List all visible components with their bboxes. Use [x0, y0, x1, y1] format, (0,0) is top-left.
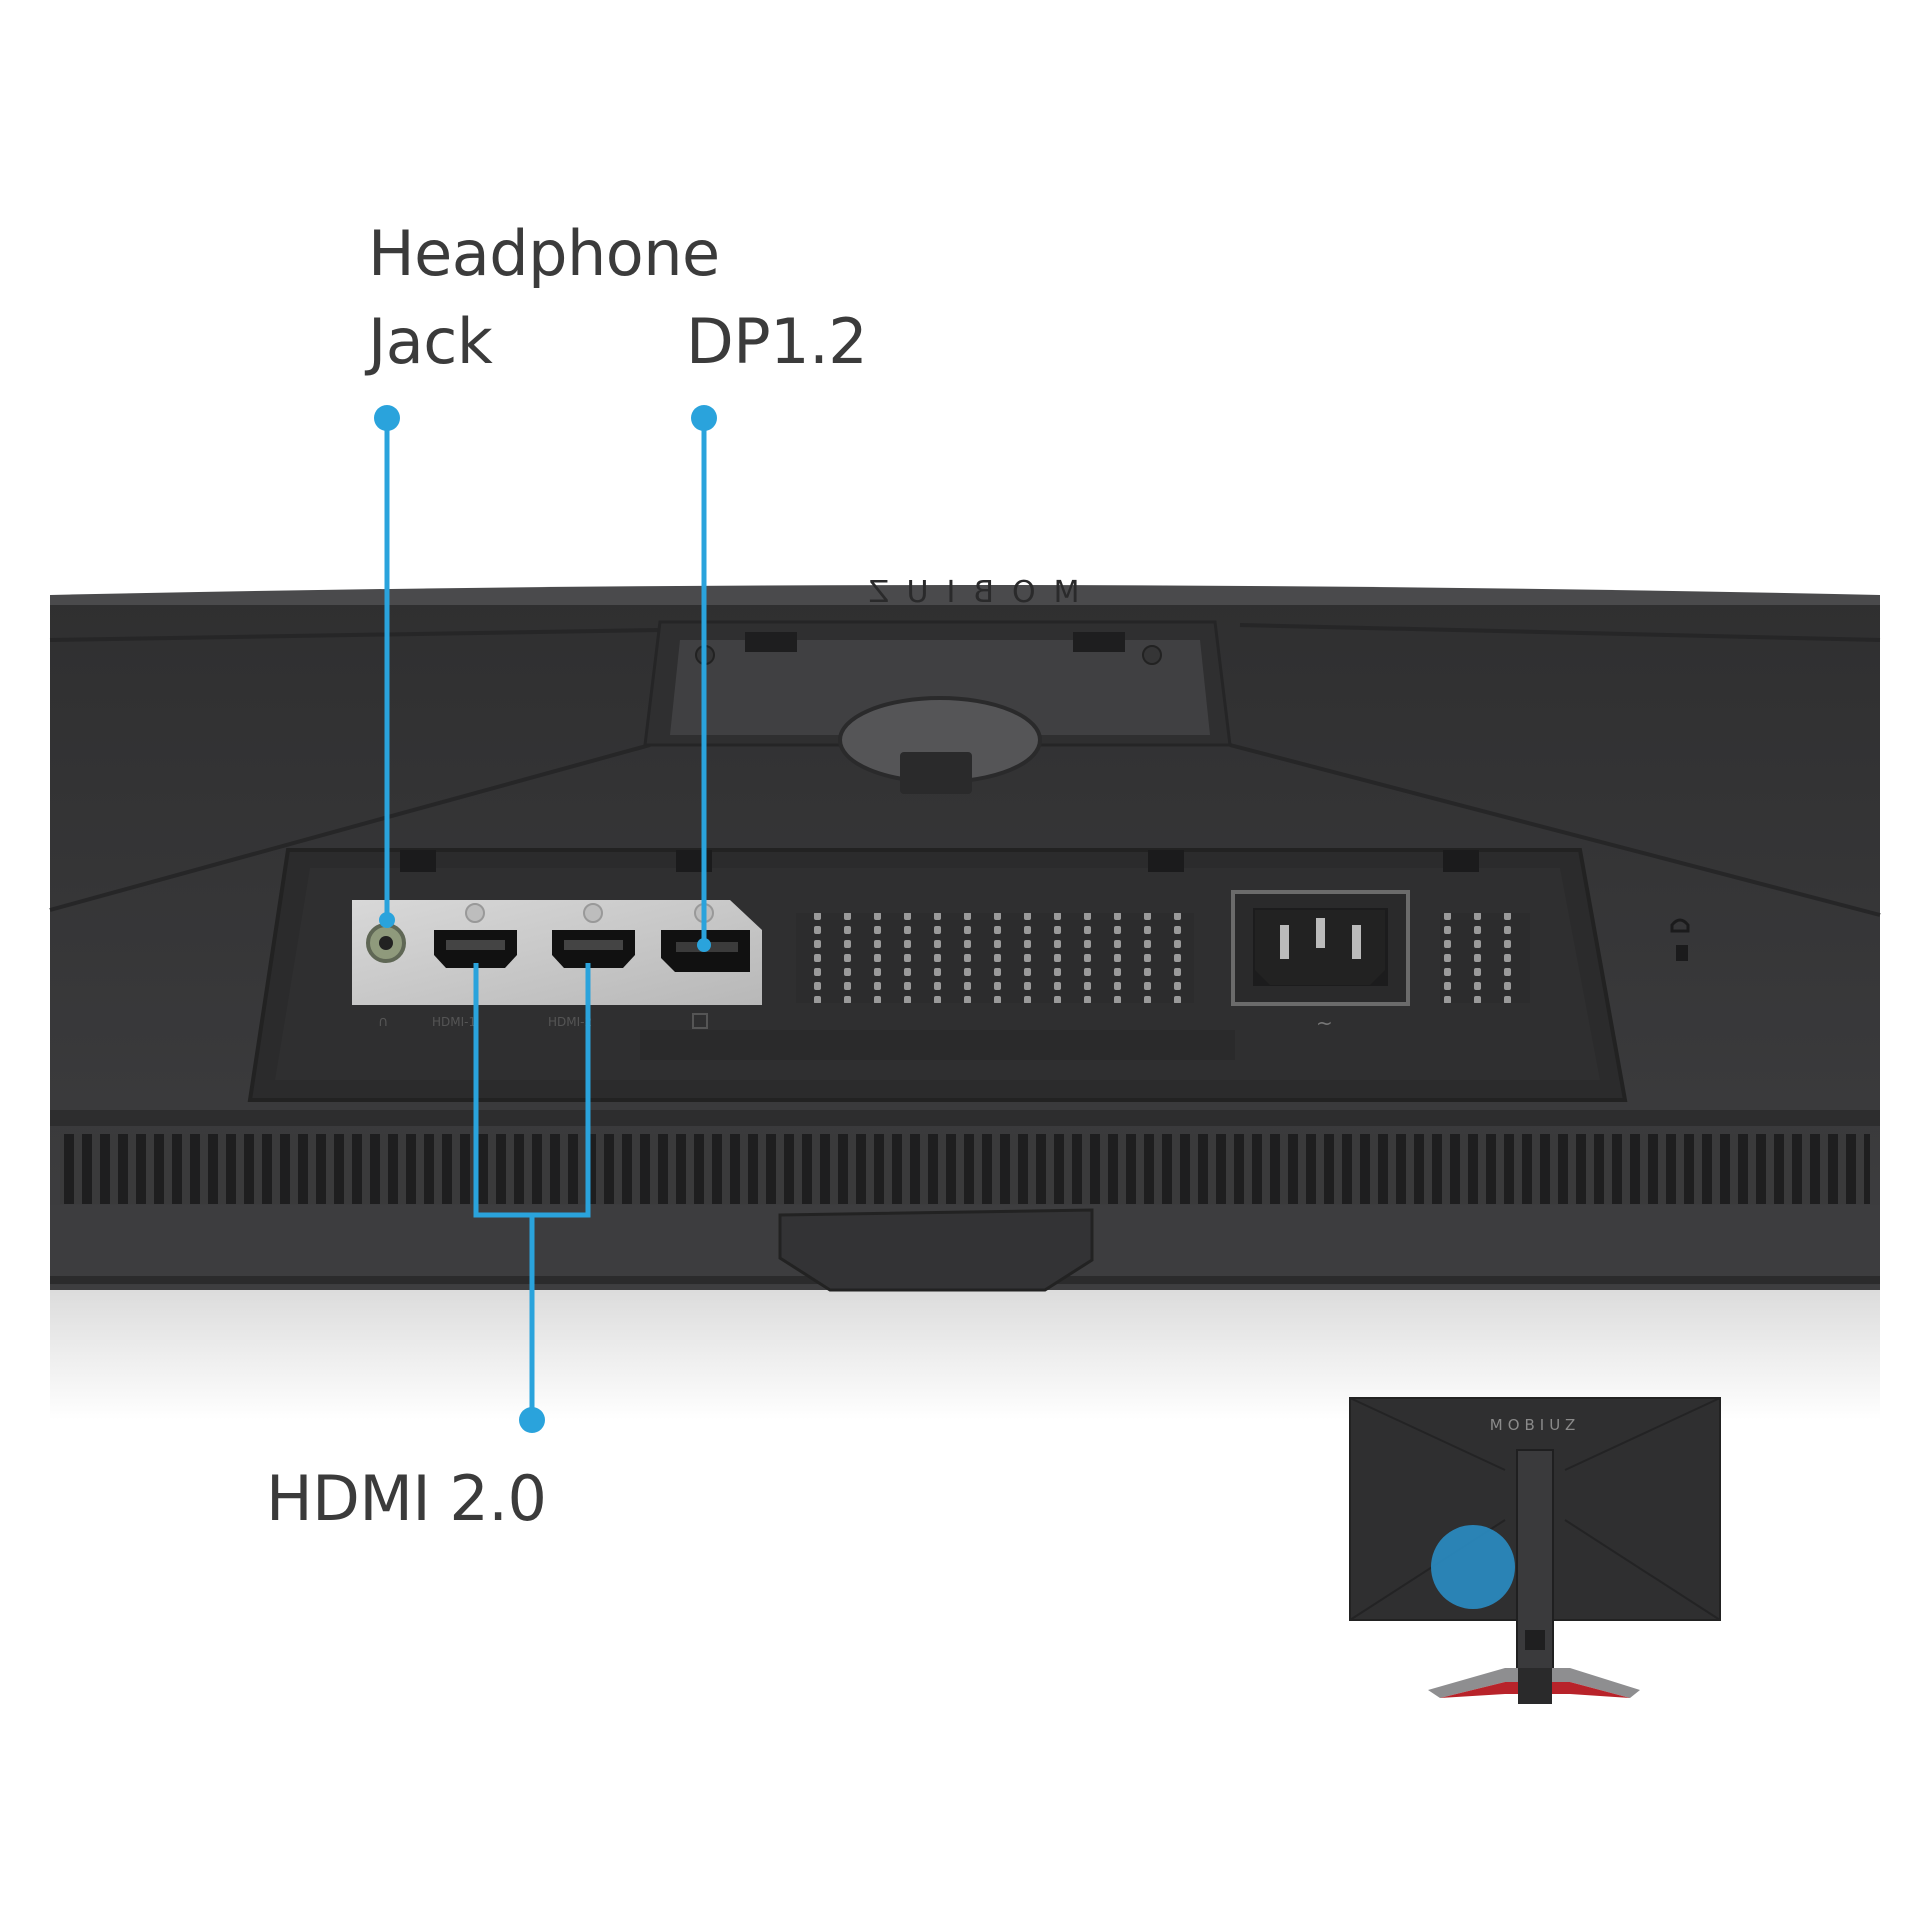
thumbnail-logo: MOBIUZ	[1490, 1416, 1580, 1434]
callout-end-dp	[697, 938, 711, 952]
port-label-hdmi2: HDMI-2	[548, 1015, 592, 1029]
screw-icon	[1142, 645, 1162, 665]
callout-dot-dp	[691, 405, 717, 431]
back-logo: MOBIUZ	[851, 575, 1080, 610]
thumbnail-stand-base	[1428, 1668, 1640, 1698]
headphone-label-line1: Headphone	[368, 217, 720, 290]
kensington-lock-slot[interactable]	[1670, 918, 1690, 961]
speaker-grille	[60, 1134, 1870, 1204]
vent-holes-main	[796, 913, 1194, 1003]
hdmi-2-port[interactable]	[552, 903, 635, 968]
callout-lines	[384, 418, 707, 1420]
thumbnail-monitor: MOBIUZ	[1349, 1397, 1721, 1704]
thumbnail-highlight	[1431, 1525, 1515, 1609]
port-label-hdmi1: HDMI-1	[432, 1015, 476, 1029]
callout-dot-headphone	[374, 405, 400, 431]
ac-label: ~	[1316, 1011, 1333, 1035]
stand-base-foot	[778, 1208, 1094, 1292]
dp-label-icon	[692, 1013, 708, 1029]
stand-mount-recess	[643, 620, 1232, 794]
hdmi-label: HDMI 2.0	[266, 1462, 547, 1535]
io-bay: ∩ HDMI-1 HDMI-2 ~	[247, 848, 1628, 1102]
floor-shadow	[50, 1280, 1880, 1420]
lock-tab	[900, 752, 972, 794]
ac-power-inlet[interactable]	[1231, 890, 1410, 1006]
callout-dot-hdmi	[519, 1407, 545, 1433]
vent-holes-right	[1440, 913, 1530, 1003]
lock-icon	[1670, 918, 1690, 933]
headphone-label-line2: Jack	[368, 305, 493, 378]
port-label-headphone: ∩	[378, 1014, 388, 1030]
dp-label: DP1.2	[686, 305, 868, 378]
hdmi-1-port[interactable]	[434, 903, 517, 968]
callout-end-headphone	[379, 912, 395, 928]
